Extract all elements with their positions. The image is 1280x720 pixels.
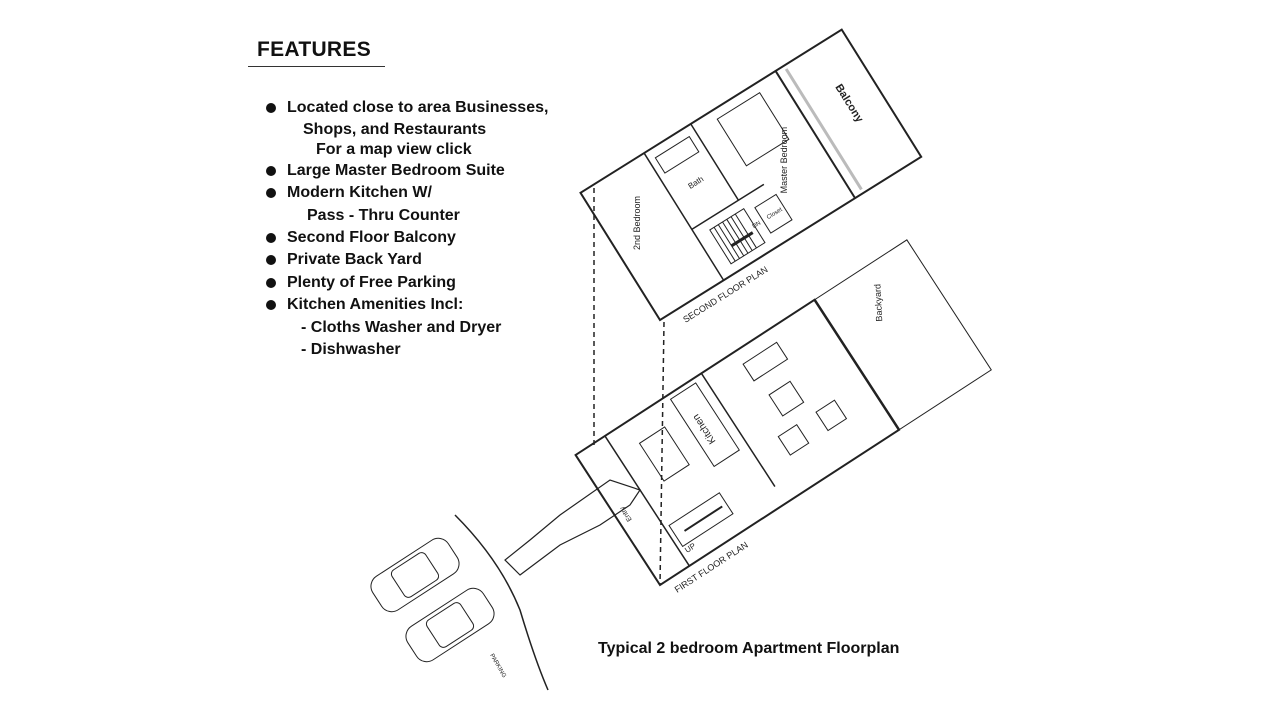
label-up: UP (683, 541, 697, 555)
kitchen-counter (669, 382, 740, 468)
wall (691, 183, 765, 231)
feature-backyard: Private Back Yard (264, 249, 548, 272)
bullet-icon (266, 188, 276, 198)
chair-icon (777, 423, 810, 456)
wall (690, 123, 740, 201)
chair-icon (815, 399, 848, 432)
first-floor-outline (574, 298, 901, 587)
feature-master-suite: Large Master Bedroom Suite (264, 160, 548, 183)
backyard-area (813, 239, 992, 431)
up-arrow-icon (683, 505, 723, 532)
room-label-closet: Closet (766, 207, 784, 221)
second-floor-outline (579, 28, 923, 322)
room-label-master-bedroom: Master Bedroom (779, 127, 789, 194)
down-arrow-icon (730, 231, 754, 248)
car-icon (370, 537, 460, 613)
wall (774, 70, 856, 199)
room-label-bath: Bath (687, 174, 706, 190)
wall (700, 372, 776, 487)
bullet-icon (266, 165, 276, 176)
bed-icon (716, 91, 790, 167)
features-section: FEATURES Located close to area Businesse… (248, 38, 548, 362)
feature-balcony: Second Floor Balcony (264, 227, 548, 250)
label-dn: DN (752, 220, 763, 230)
closet (754, 193, 793, 234)
vanity (654, 135, 700, 174)
walkway (504, 479, 641, 576)
feature-amenities: Kitchen Amenities Incl:- Cloths Washer a… (264, 294, 548, 362)
sofa-icon (742, 341, 789, 382)
feature-kitchen: Modern Kitchen W/Pass - Thru Counter (264, 182, 548, 227)
connector-line (659, 321, 665, 586)
dining-table-icon (638, 426, 690, 482)
parking-curb (454, 514, 549, 691)
balcony-rail (784, 68, 863, 191)
bullet-icon (266, 300, 276, 310)
room-label-backyard: Backyard (872, 284, 884, 322)
bullet-icon (266, 277, 276, 288)
parking-label: PARKING (488, 653, 507, 679)
floorplan-caption: Typical 2 bedroom Apartment Floorplan (598, 640, 900, 657)
bullet-icon (266, 255, 276, 265)
room-label-2nd-bedroom: 2nd Bedroom (632, 196, 642, 250)
feature-parking: Plenty of Free Parking (264, 272, 548, 295)
stairs (668, 492, 734, 548)
first-floor-plan: Kitchen Entry UP Backyard FIRST FLOOR PL… (574, 239, 992, 595)
car-icon (405, 587, 495, 663)
features-list: Located close to area Businesses,Shops, … (264, 97, 548, 362)
room-label-balcony: Balcony (832, 82, 865, 125)
features-title: FEATURES (248, 38, 386, 67)
wall (604, 435, 690, 567)
wall (643, 152, 725, 281)
feature-location: Located close to area Businesses,Shops, … (264, 97, 548, 160)
map-view-link[interactable]: For a map view click (316, 140, 472, 158)
second-floor-title: SECOND FLOOR PLAN (681, 264, 769, 324)
room-label-kitchen: Kitchen (691, 412, 718, 446)
coffee-table-icon (768, 380, 805, 417)
bullet-icon (266, 103, 276, 113)
bullet-icon (266, 232, 276, 243)
